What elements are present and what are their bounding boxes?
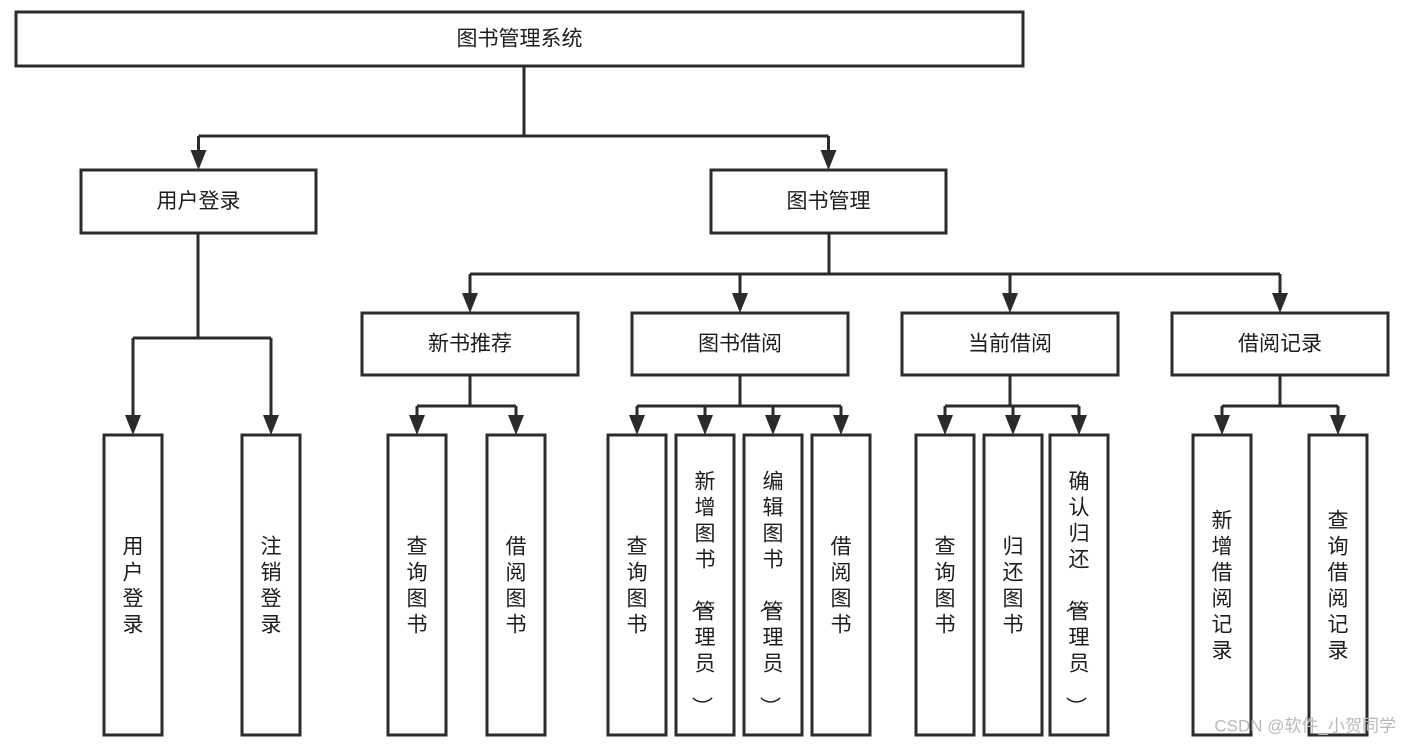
node-leaf-logout-login[interactable]: 注销登录	[240, 433, 302, 737]
node-leaf-confirm-return-admin[interactable]: 确认归还（管理员）	[1048, 433, 1110, 737]
node-box-leaf-borrow-book	[810, 433, 872, 737]
node-box-leaf-edit-book-admin	[742, 433, 804, 737]
node-leaf-query-book-borrow[interactable]: 查询图书	[606, 433, 668, 737]
node-label-leaf-user-login: 用户登录	[123, 535, 144, 636]
node-layer: 图书管理系统用户登录图书管理新书推荐图书借阅当前借阅借阅记录用户登录注销登录查询…	[14, 10, 1390, 737]
node-label-leaf-query-book-borrow: 查询图书	[627, 535, 648, 636]
node-leaf-return-book[interactable]: 归还图书	[982, 433, 1044, 737]
node-leaf-edit-book-admin[interactable]: 编辑图书（管理员）	[742, 433, 804, 737]
arrow-head	[629, 415, 645, 435]
arrow-head	[409, 415, 425, 435]
node-label-leaf-edit-book-admin: 编辑图书（管理员）	[758, 470, 784, 717]
node-box-leaf-borrow-book-recommend	[485, 433, 547, 737]
node-label-leaf-borrow-book-recommend: 借阅图书	[506, 535, 527, 636]
node-label-leaf-borrow-book: 借阅图书	[831, 535, 852, 636]
edge-borrow-to-leaves	[629, 375, 849, 435]
edge-current-to-leaves	[937, 375, 1087, 435]
node-box-leaf-logout-login	[240, 433, 302, 737]
node-label-leaf-query-borrow-record: 查询借阅记录	[1328, 509, 1349, 662]
arrow-head	[732, 293, 748, 313]
node-box-leaf-user-login	[102, 433, 164, 737]
node-label-new-book-recommend: 新书推荐	[428, 333, 512, 356]
node-box-book-borrow	[630, 311, 850, 377]
edge-bookmgmt-to-level3	[462, 233, 1288, 313]
arrow-head	[190, 150, 207, 170]
arrow-head	[1214, 415, 1230, 435]
node-borrow-record[interactable]: 借阅记录	[1170, 311, 1390, 377]
node-book-management[interactable]: 图书管理	[709, 168, 948, 235]
node-box-leaf-add-borrow-record	[1191, 433, 1253, 737]
node-label-leaf-add-borrow-record: 新增借阅记录	[1212, 509, 1233, 662]
arrow-head	[1005, 415, 1021, 435]
edge-recommend-to-leaves	[409, 375, 524, 435]
node-leaf-user-login[interactable]: 用户登录	[102, 433, 164, 737]
node-label-current-borrow: 当前借阅	[968, 333, 1052, 356]
node-label-leaf-logout-login: 注销登录	[261, 535, 282, 636]
node-leaf-query-book-current[interactable]: 查询图书	[914, 433, 976, 737]
arrow-head	[263, 415, 279, 435]
node-current-borrow[interactable]: 当前借阅	[900, 311, 1120, 377]
arrow-head	[1071, 415, 1087, 435]
arrow-head	[508, 415, 524, 435]
arrow-head	[820, 150, 837, 170]
node-box-leaf-query-book-current	[914, 433, 976, 737]
node-label-book-borrow: 图书借阅	[698, 333, 782, 356]
csdn-watermark: CSDN @软件_小贺同学	[1214, 716, 1396, 735]
node-box-leaf-query-book-recommend	[386, 433, 448, 737]
node-book-borrow[interactable]: 图书借阅	[630, 311, 850, 377]
node-label-leaf-confirm-return-admin: 确认归还（管理员）	[1064, 470, 1090, 717]
node-box-root	[14, 10, 1025, 68]
node-box-leaf-return-book	[982, 433, 1044, 737]
node-box-user-login	[79, 168, 318, 235]
node-label-user-login: 用户登录	[157, 190, 241, 213]
node-leaf-query-book-recommend[interactable]: 查询图书	[386, 433, 448, 737]
node-root[interactable]: 图书管理系统	[14, 10, 1025, 68]
arrow-head	[125, 415, 141, 435]
edge-root-to-level2	[190, 66, 837, 170]
node-label-leaf-query-book-recommend: 查询图书	[407, 535, 428, 636]
arrow-head	[765, 415, 781, 435]
node-box-new-book-recommend	[360, 311, 580, 377]
node-label-leaf-query-book-current: 查询图书	[935, 535, 956, 636]
node-leaf-add-book-admin[interactable]: 新增图书（管理员）	[674, 433, 736, 737]
arrow-head	[1330, 415, 1346, 435]
edge-userlogin-to-leaves	[125, 233, 279, 435]
node-box-current-borrow	[900, 311, 1120, 377]
arrow-head	[462, 293, 478, 313]
node-box-leaf-query-book-borrow	[606, 433, 668, 737]
node-label-root: 图书管理系统	[457, 28, 583, 51]
node-box-leaf-confirm-return-admin	[1048, 433, 1110, 737]
node-label-book-management: 图书管理	[787, 190, 871, 213]
arrow-head	[833, 415, 849, 435]
arrow-head	[1002, 293, 1018, 313]
node-box-borrow-record	[1170, 311, 1390, 377]
arrow-head	[937, 415, 953, 435]
arrow-head	[1272, 293, 1288, 313]
node-leaf-add-borrow-record[interactable]: 新增借阅记录	[1191, 433, 1253, 737]
node-label-leaf-return-book: 归还图书	[1003, 535, 1024, 636]
connector-layer	[125, 66, 1346, 435]
node-box-leaf-add-book-admin	[674, 433, 736, 737]
node-leaf-borrow-book-recommend[interactable]: 借阅图书	[485, 433, 547, 737]
node-leaf-borrow-book[interactable]: 借阅图书	[810, 433, 872, 737]
node-new-book-recommend[interactable]: 新书推荐	[360, 311, 580, 377]
edge-record-to-leaves	[1214, 375, 1346, 435]
node-label-leaf-add-book-admin: 新增图书（管理员）	[690, 470, 716, 717]
node-label-borrow-record: 借阅记录	[1238, 333, 1322, 356]
node-leaf-query-borrow-record[interactable]: 查询借阅记录	[1307, 433, 1369, 737]
arrow-head	[697, 415, 713, 435]
node-user-login[interactable]: 用户登录	[79, 168, 318, 235]
node-box-leaf-query-borrow-record	[1307, 433, 1369, 737]
node-box-book-management	[709, 168, 948, 235]
